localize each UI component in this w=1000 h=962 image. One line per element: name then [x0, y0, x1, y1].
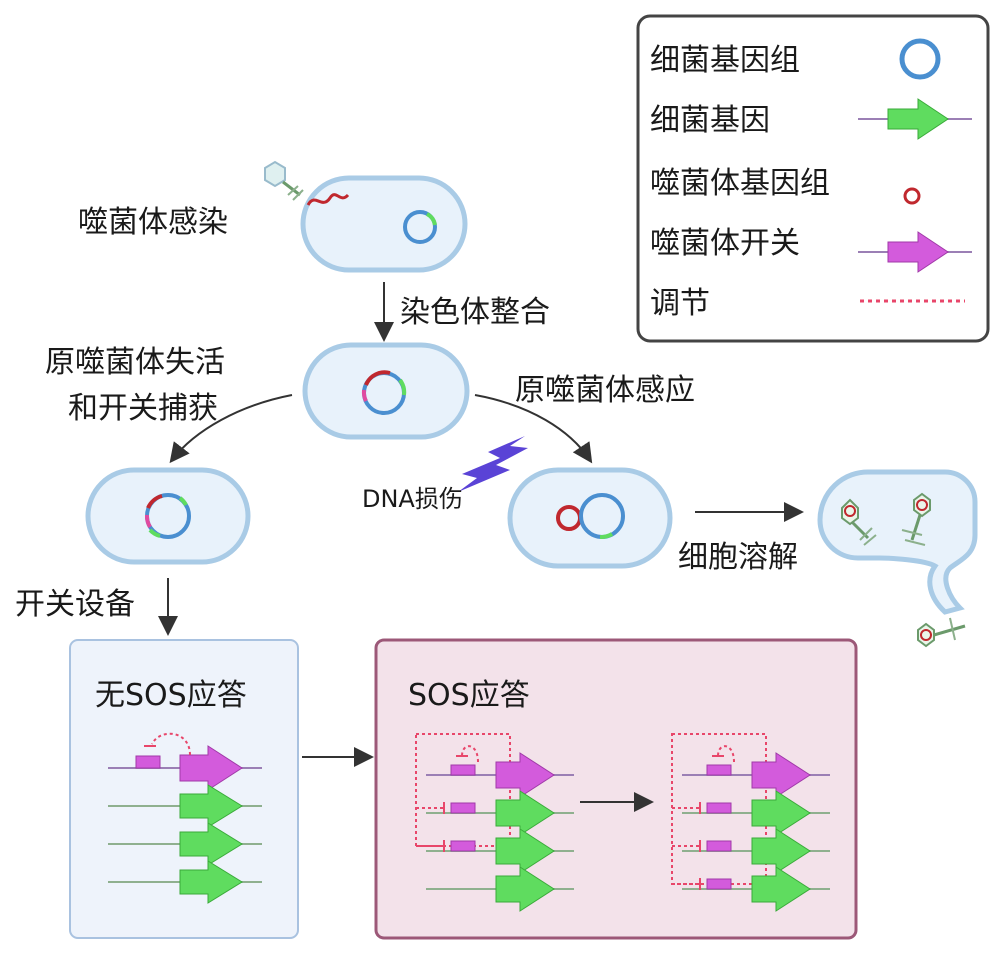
phage-genome-icon: [903, 187, 921, 205]
panel-no-sos: 无SOS应答: [69, 639, 299, 939]
legend-label-bacterial-genome: 细菌基因组: [650, 43, 800, 78]
cell-inactivated: [85, 467, 251, 565]
phage-switch-icon: [495, 752, 555, 798]
label-no-sos-response: 无SOS应答: [95, 678, 247, 713]
bacterial-gene-icon: [179, 822, 243, 866]
cell-lysogen: [302, 342, 470, 440]
label-phage-infection: 噬菌体感染: [78, 205, 228, 240]
cell-lysed: [817, 469, 978, 615]
legend-label-regulation: 调节: [650, 286, 710, 321]
cell-infection: [300, 175, 468, 273]
phage-switch-icon: [179, 745, 243, 791]
panel-sos: SOS应答: [374, 638, 858, 940]
legend: 细菌基因组 细菌基因 噬菌体基因组 噬菌体开关 调节: [636, 14, 990, 343]
phage-genome-injected: [306, 193, 350, 206]
label-chromosome-integration: 染色体整合: [400, 295, 550, 330]
phage-switch-icon: [858, 231, 972, 273]
switch-repressor: [135, 755, 161, 769]
label-sos-response: SOS应答: [408, 678, 530, 713]
legend-label-phage-genome: 噬菌体基因组: [650, 166, 830, 201]
phage-progeny-1: [841, 498, 877, 546]
bacterial-gene-icon: [179, 784, 243, 828]
legend-label-bacterial-gene: 细菌基因: [650, 103, 770, 138]
label-prophage-induction: 原噬菌体感应: [515, 373, 695, 408]
phage-icon-infecting: [264, 160, 304, 201]
sos-state-1: [415, 733, 574, 912]
legend-label-phage-switch: 噬菌体开关: [650, 226, 800, 261]
label-cell-lysis: 细胞溶解: [678, 540, 798, 575]
bacterial-genome-icon: [403, 210, 437, 244]
lightning-icon: [458, 436, 528, 492]
label-dna-damage: DNA损伤: [362, 485, 463, 513]
bacterial-gene-icon: [179, 860, 243, 904]
phage-switch-icon: [751, 752, 811, 798]
bacterial-gene-icon: [858, 98, 972, 140]
arrow-to-inactivation: [169, 394, 293, 464]
bacterial-genome-icon: [899, 38, 941, 80]
arrow-to-induction: [474, 394, 593, 464]
phage-progeny-2: [901, 492, 931, 546]
label-prophage-inactivation-line2: 和开关捕获: [68, 391, 218, 426]
label-switch-equipment: 开关设备: [15, 587, 135, 622]
phage-released: [917, 617, 966, 648]
label-prophage-inactivation-line1: 原噬菌体失活: [45, 345, 225, 380]
sos-state-2: [671, 733, 830, 912]
cell-induced: [507, 467, 673, 569]
